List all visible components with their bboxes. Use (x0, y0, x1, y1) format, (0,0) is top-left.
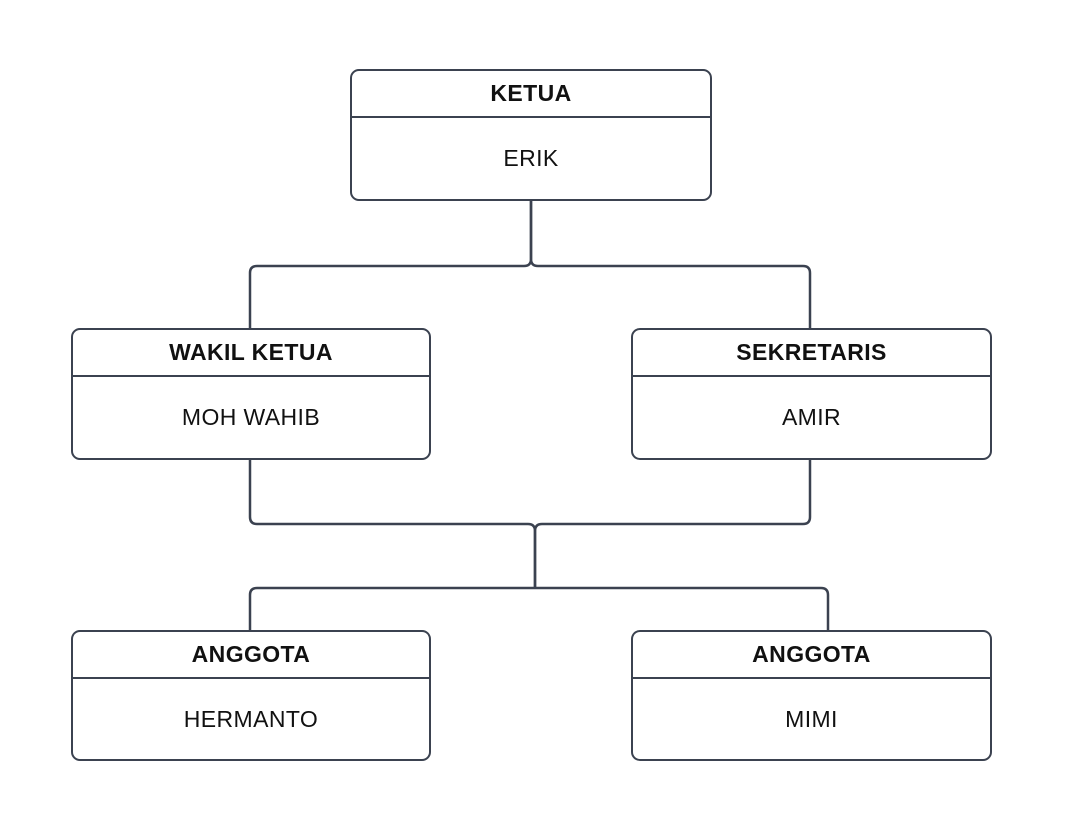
org-node-anggota-hermanto: ANGGOTA HERMANTO (71, 630, 431, 761)
node-name: HERMANTO (183, 705, 319, 732)
org-node-wakil-ketua: WAKIL KETUA MOH WAHIB (71, 328, 431, 460)
connector-edge-ketua-sekretaris (529, 201, 812, 328)
node-title: ANGGOTA (633, 632, 990, 679)
node-name: ERIK (503, 145, 559, 171)
node-title: WAKIL KETUA (73, 330, 429, 377)
connector-edge-sekretaris-junction (533, 460, 812, 589)
connector-edge-ketua-wakil (248, 201, 533, 328)
org-node-ketua: KETUA ERIK (350, 69, 712, 201)
node-name: AMIR (781, 404, 842, 430)
node-name: MIMI (785, 705, 838, 732)
node-title: ANGGOTA (73, 632, 429, 679)
org-node-sekretaris: SEKRETARIS AMIR (631, 328, 992, 460)
connector-edge-wakil-junction (248, 460, 537, 589)
node-title: SEKRETARIS (633, 330, 990, 377)
org-node-anggota-mimi: ANGGOTA MIMI (631, 630, 992, 761)
node-name: MOH WAHIB (181, 404, 321, 430)
connector-edge-junction-anggota (248, 586, 830, 630)
node-title: KETUA (352, 71, 710, 118)
